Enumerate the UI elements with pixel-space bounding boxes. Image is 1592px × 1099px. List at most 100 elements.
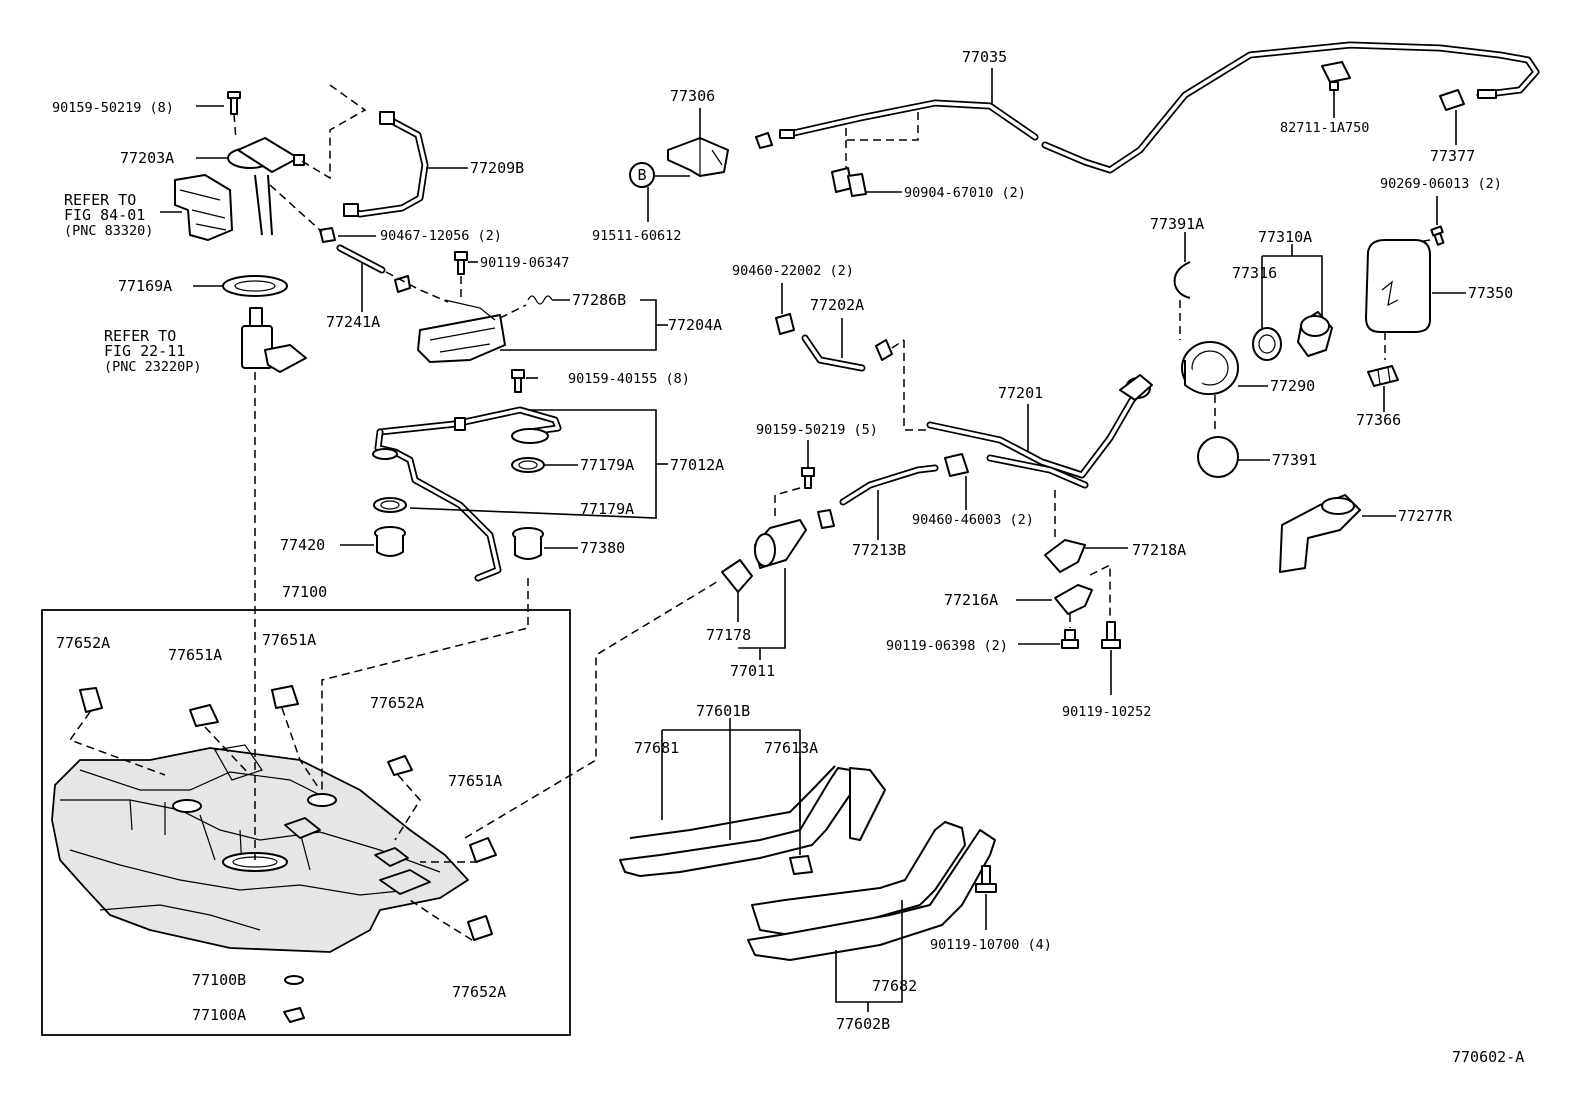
- label-pnc-83320: (PNC 83320): [64, 223, 153, 239]
- fuel-pump-gasket-77169A[interactable]: [222, 275, 288, 297]
- label-90159-50219-5: 90159-50219 (5): [756, 422, 878, 438]
- hinge-77366: [1367, 365, 1399, 387]
- label-90159-40155: 90159-40155 (8): [568, 371, 690, 387]
- clamp-small-b: [817, 509, 835, 529]
- hose-77213B[interactable]: [839, 464, 939, 506]
- label-77310A: 77310A: [1258, 228, 1312, 246]
- label-77100A: 77100A: [192, 1006, 246, 1024]
- pad-77651A-b: [271, 685, 299, 709]
- label-fig-84-01: FIG 84-01: [64, 206, 145, 224]
- fuel-tank-band-77602B[interactable]: [747, 821, 996, 961]
- label-77682: 77682: [872, 977, 917, 995]
- fuel-tank[interactable]: [51, 744, 469, 953]
- label-77277R: 77277R: [1398, 507, 1453, 525]
- pad-77651A-a: [189, 704, 219, 727]
- label-77366: 77366: [1356, 411, 1401, 429]
- screw-90159-40155: [511, 369, 525, 393]
- diagram-code: 770602-A: [1452, 1048, 1524, 1066]
- label-77380: 77380: [580, 539, 625, 557]
- fuel-pump-bracket-77203A[interactable]: [227, 137, 305, 236]
- label-77209B: 77209B: [470, 159, 524, 177]
- label-77290: 77290: [1270, 377, 1315, 395]
- spring-77286B: [499, 295, 553, 319]
- label-77316: 77316: [1232, 264, 1277, 282]
- fuel-lid-77350[interactable]: [1365, 239, 1431, 333]
- label-77306: 77306: [670, 87, 715, 105]
- label-77420: 77420: [280, 536, 325, 554]
- label-77391A: 77391A: [1150, 215, 1204, 233]
- fuel-tank-band-77601B[interactable]: [619, 765, 886, 877]
- hose-77241A[interactable]: [336, 244, 386, 274]
- label-90119-06347: 90119-06347: [480, 255, 569, 271]
- label-77169A: 77169A: [118, 277, 172, 295]
- label-82711-1A750: 82711-1A750: [1280, 120, 1369, 136]
- bolt-90119-06398: [1061, 629, 1079, 649]
- cable-end-77377: [1439, 89, 1497, 111]
- clamp-90460-46003: [944, 453, 969, 477]
- clip-90467-12056: [319, 227, 336, 243]
- ring-77179A-b: [373, 497, 407, 513]
- label-77178: 77178: [706, 626, 751, 644]
- fuel-inlet-pipe-77011[interactable]: [721, 519, 807, 593]
- protector-77277R: [1279, 494, 1361, 573]
- label-77241A: 77241A: [326, 313, 380, 331]
- label-pnc-23220p: (PNC 23220P): [104, 359, 202, 375]
- screw-90269-06013: [1430, 225, 1445, 246]
- fuel-lid-cable-77035[interactable]: [755, 41, 1540, 174]
- fuel-pump-unit: [241, 307, 307, 373]
- label-90460-22002: 90460-22002 (2): [732, 263, 854, 279]
- label-77100: 77100: [282, 583, 327, 601]
- screw-90159-50219: [227, 91, 241, 115]
- bolt-90119-10700: [975, 865, 997, 893]
- fuel-line-77012A[interactable]: [372, 406, 562, 582]
- fuel-hose-77209B[interactable]: [343, 111, 429, 218]
- cap-assembly-77310A[interactable]: [1252, 311, 1333, 361]
- label-90159-50219-8: 90159-50219 (8): [52, 100, 174, 116]
- clip-small: [394, 275, 411, 293]
- screw-90159-50219-b: [801, 467, 815, 489]
- grommet-77380: [512, 527, 544, 560]
- label-refer-to-2: REFER TO: [104, 327, 176, 345]
- label-90460-46003: 90460-46003 (2): [912, 512, 1034, 528]
- bolt-90119-06347: [454, 251, 468, 275]
- label-90119-10252: 90119-10252: [1062, 704, 1151, 720]
- label-77651A-c: 77651A: [448, 772, 502, 790]
- label-77201: 77201: [998, 384, 1043, 402]
- hose-77202A[interactable]: [801, 334, 866, 372]
- pad-77652A-c: [467, 915, 493, 941]
- clamp-90460-22002: [775, 313, 795, 335]
- label-77035: 77035: [962, 48, 1007, 66]
- grommet-77420: [374, 526, 406, 557]
- fuel-sender-77204A[interactable]: [417, 299, 506, 363]
- label-77652A-c: 77652A: [452, 983, 506, 1001]
- protector-77218A: [1044, 539, 1086, 573]
- filler-neck-pipe-77290[interactable]: [1181, 341, 1239, 396]
- label-77601B: 77601B: [696, 702, 750, 720]
- pad-77652A-a: [79, 687, 103, 713]
- o-ring-77391: [1197, 436, 1239, 478]
- fuel-tank-group-frame: [41, 609, 571, 1036]
- protector-77216A: [1054, 584, 1093, 615]
- label-90269-06013: 90269-06013 (2): [1380, 176, 1502, 192]
- clip-82711-1A750: [1321, 61, 1351, 91]
- label-77651A-b: 77651A: [262, 631, 316, 649]
- pad-77652A-b: [387, 755, 413, 776]
- callout-b-letter: B: [637, 166, 646, 184]
- label-77203A: 77203A: [120, 149, 174, 167]
- fuel-filler-tube-77201[interactable]: [926, 374, 1153, 489]
- label-77613A: 77613A: [764, 739, 818, 757]
- gasket-77391A: [1173, 261, 1191, 299]
- label-77652A-b: 77652A: [370, 694, 424, 712]
- label-77100B: 77100B: [192, 971, 246, 989]
- label-refer-to-1: REFER TO: [64, 191, 136, 209]
- label-77213B: 77213B: [852, 541, 906, 559]
- bracket-77306[interactable]: [667, 137, 729, 177]
- label-77602B: 77602B: [836, 1015, 890, 1033]
- label-77218A: 77218A: [1132, 541, 1186, 559]
- label-77651A-a: 77651A: [168, 646, 222, 664]
- label-91511-60612: 91511-60612: [592, 228, 681, 244]
- label-77391: 77391: [1272, 451, 1317, 469]
- label-90904-67010: 90904-67010 (2): [904, 185, 1026, 201]
- label-77202A: 77202A: [810, 296, 864, 314]
